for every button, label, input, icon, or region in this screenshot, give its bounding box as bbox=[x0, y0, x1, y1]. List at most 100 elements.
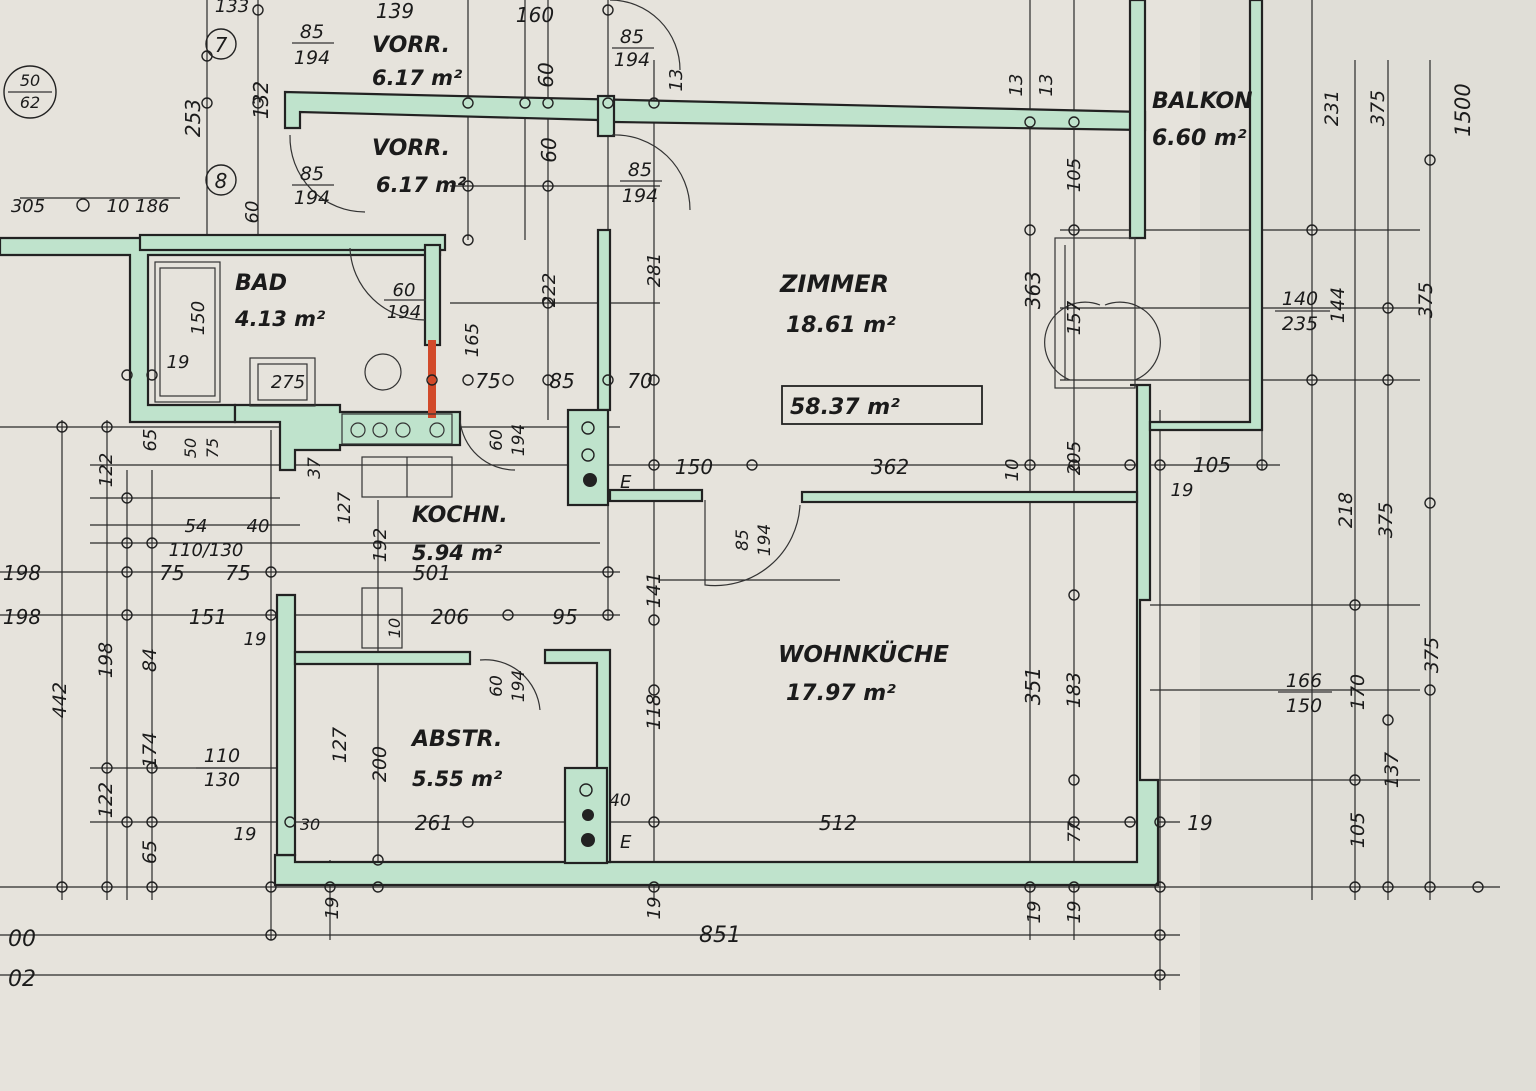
svg-text:118: 118 bbox=[643, 694, 665, 730]
marker-eight: 8 bbox=[215, 169, 228, 193]
svg-text:85: 85 bbox=[300, 21, 324, 43]
wall-left-vertical bbox=[275, 593, 297, 857]
svg-text:194: 194 bbox=[622, 185, 658, 207]
room-vorr-top-area: 6.17 m² bbox=[372, 66, 463, 90]
svg-text:02: 02 bbox=[8, 967, 36, 992]
svg-text:194: 194 bbox=[509, 424, 529, 456]
svg-text:375: 375 bbox=[1421, 637, 1443, 673]
svg-text:375: 375 bbox=[1367, 90, 1389, 126]
window-balkon bbox=[1054, 237, 1136, 389]
room-abstr-name: ABSTR. bbox=[410, 727, 502, 752]
svg-text:183: 183 bbox=[1063, 672, 1085, 708]
toilet bbox=[364, 353, 402, 391]
svg-text:151: 151 bbox=[189, 605, 227, 629]
marker-e1: E bbox=[620, 472, 632, 493]
svg-text:512: 512 bbox=[819, 811, 857, 835]
svg-text:75: 75 bbox=[203, 438, 222, 458]
svg-text:127: 127 bbox=[335, 492, 355, 525]
svg-text:75: 75 bbox=[475, 369, 500, 393]
svg-text:363: 363 bbox=[1021, 271, 1045, 309]
room-vorr-top-name: VORR. bbox=[372, 33, 450, 58]
svg-text:85: 85 bbox=[549, 369, 574, 393]
svg-text:144: 144 bbox=[1327, 287, 1349, 323]
marker-seven-circle bbox=[205, 28, 237, 60]
svg-text:235: 235 bbox=[1282, 313, 1318, 335]
svg-text:19: 19 bbox=[234, 824, 257, 845]
svg-text:198: 198 bbox=[95, 642, 117, 678]
svg-text:105: 105 bbox=[1064, 158, 1085, 192]
svg-text:85: 85 bbox=[620, 26, 644, 48]
svg-text:60: 60 bbox=[534, 62, 558, 87]
room-kochn-name: KOCHN. bbox=[412, 503, 508, 528]
wall-right-upper bbox=[1128, 0, 1147, 240]
svg-text:140: 140 bbox=[1282, 288, 1318, 310]
room-balkon-area: 6.60 m² bbox=[1152, 126, 1247, 151]
svg-text:50: 50 bbox=[181, 438, 200, 458]
marker-e2: E bbox=[620, 832, 632, 853]
svg-text:194: 194 bbox=[509, 670, 529, 702]
svg-text:65: 65 bbox=[140, 429, 161, 452]
room-zimmer-name: ZIMMER bbox=[779, 270, 889, 298]
svg-text:166: 166 bbox=[1286, 670, 1322, 692]
svg-text:130: 130 bbox=[204, 769, 240, 791]
washbasin bbox=[249, 357, 316, 407]
fixtures bbox=[154, 237, 1136, 649]
svg-text:501: 501 bbox=[413, 561, 451, 585]
door-swings bbox=[289, 0, 1161, 711]
svg-text:133: 133 bbox=[215, 0, 249, 17]
svg-text:10 186: 10 186 bbox=[107, 196, 170, 217]
svg-text:110/130: 110/130 bbox=[169, 540, 244, 561]
total-area-box bbox=[781, 385, 983, 425]
svg-text:165: 165 bbox=[462, 323, 483, 357]
room-abstr-area: 5.55 m² bbox=[412, 767, 503, 791]
svg-text:10: 10 bbox=[1002, 459, 1023, 482]
svg-text:194: 194 bbox=[294, 187, 330, 209]
svg-text:375: 375 bbox=[1415, 282, 1437, 318]
svg-text:200: 200 bbox=[369, 746, 391, 782]
svg-text:122: 122 bbox=[96, 453, 117, 487]
svg-text:174: 174 bbox=[139, 732, 161, 768]
svg-text:75: 75 bbox=[225, 561, 250, 585]
badge-circle bbox=[3, 65, 57, 119]
svg-text:19: 19 bbox=[167, 352, 190, 373]
room-bad-name: BAD bbox=[235, 271, 287, 296]
svg-text:95: 95 bbox=[552, 605, 577, 629]
red-pipe bbox=[428, 340, 436, 418]
svg-text:362: 362 bbox=[871, 455, 909, 479]
badge-bottom: 62 bbox=[20, 93, 40, 112]
room-vorr-mid-name: VORR. bbox=[372, 136, 450, 161]
svg-text:222: 222 bbox=[539, 273, 560, 307]
svg-text:19: 19 bbox=[1064, 901, 1085, 924]
svg-text:442: 442 bbox=[49, 682, 71, 718]
svg-text:170: 170 bbox=[1347, 674, 1369, 710]
svg-text:275: 275 bbox=[271, 372, 305, 393]
svg-text:54: 54 bbox=[185, 516, 208, 537]
dimension-nodes bbox=[56, 4, 1484, 981]
svg-text:194: 194 bbox=[387, 302, 421, 323]
svg-text:231: 231 bbox=[1321, 90, 1343, 126]
svg-text:19: 19 bbox=[1187, 811, 1212, 835]
wall-kochn-left bbox=[233, 403, 462, 472]
svg-text:110: 110 bbox=[204, 745, 240, 767]
svg-text:65: 65 bbox=[139, 840, 161, 864]
svg-text:40: 40 bbox=[609, 791, 631, 811]
svg-text:10: 10 bbox=[385, 618, 404, 638]
svg-text:60: 60 bbox=[487, 429, 507, 451]
svg-text:13: 13 bbox=[1006, 74, 1027, 97]
chimney-flues bbox=[579, 421, 597, 847]
svg-text:194: 194 bbox=[755, 524, 775, 556]
svg-text:00: 00 bbox=[8, 927, 36, 952]
stove bbox=[341, 413, 453, 445]
dimension-labels: 139 160 133 253 132 13 13 13 60 60 60 10… bbox=[3, 0, 1475, 992]
bathtub bbox=[154, 261, 221, 403]
svg-text:139: 139 bbox=[376, 0, 414, 23]
room-balkon-name: BALKON bbox=[1152, 89, 1253, 114]
total-area: 58.37 m² bbox=[790, 395, 900, 420]
svg-text:13: 13 bbox=[1036, 74, 1057, 97]
wall-bad-top bbox=[138, 233, 447, 252]
svg-text:85: 85 bbox=[628, 159, 652, 181]
svg-text:19: 19 bbox=[322, 897, 343, 920]
svg-text:19: 19 bbox=[1024, 901, 1045, 924]
svg-text:105: 105 bbox=[1347, 812, 1369, 848]
